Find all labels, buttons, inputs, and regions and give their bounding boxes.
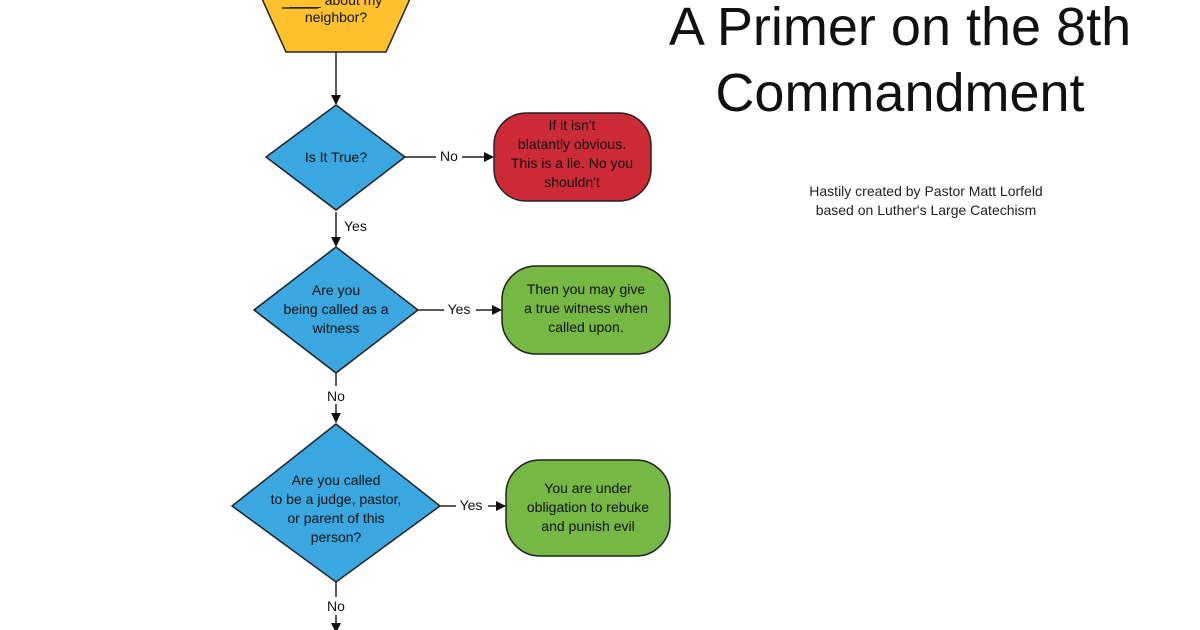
author-credit: Hastily created by Pastor Matt Lorfeld b… — [740, 182, 1112, 220]
decision-text-line: Are you — [312, 282, 360, 298]
decision-text-line: or parent of this — [287, 510, 384, 526]
outcome-text-line: If it isn't — [548, 117, 595, 133]
edge-labels: No Yes Yes No Yes No — [324, 148, 488, 615]
start-text-line-2: neighbor? — [305, 9, 367, 25]
outcome-text-line: You are under — [544, 480, 632, 496]
edge-label-q1-yes: Yes — [344, 218, 367, 234]
edge-label-q2-yes: Yes — [448, 301, 471, 317]
outcome-text-line: and punish evil — [541, 518, 634, 534]
outcome-text-line: a true witness when — [524, 300, 648, 316]
edge-label-q2-no: No — [327, 388, 345, 404]
start-node: ____ about my neighbor? — [261, 0, 411, 53]
decision-text-line: being called as a — [283, 301, 388, 317]
decision-witness: Are you being called as a witness — [252, 246, 420, 374]
edge-label-q3-no: No — [327, 598, 345, 614]
edge-label-q3-yes: Yes — [460, 497, 483, 513]
start-hexagon — [261, 0, 411, 53]
outcome-text-line: Then you may give — [527, 281, 645, 297]
outcome-box — [493, 112, 652, 202]
decision-text-line: Are you called — [292, 472, 381, 488]
outcome-true-witness: Then you may give a true witness when ca… — [501, 265, 671, 355]
start-text-line-1: ____ about my — [289, 0, 383, 8]
outcome-text-line: obligation to rebuke — [527, 499, 649, 515]
decision-text-line: person? — [311, 529, 362, 545]
credit-line-2: based on Luther's Large Catechism — [815, 202, 1037, 218]
outcome-text-line: called upon. — [548, 319, 624, 335]
title-line-2: Commandment — [715, 63, 1085, 123]
outcome-lie: If it isn't blatantly obvious. This is a… — [493, 112, 652, 202]
outcome-text-line: This is a lie. No you — [511, 155, 633, 171]
edge-label-q1-no: No — [440, 148, 458, 164]
outcome-text-line: blatantly obvious. — [518, 136, 626, 152]
decision-judge-pastor-parent: Are you called to be a judge, pastor, or… — [230, 423, 442, 583]
decision-diamond — [252, 246, 420, 374]
outcome-rebuke-evil: You are under obligation to rebuke and p… — [505, 459, 671, 557]
outcome-text-line: shouldn't — [544, 174, 600, 190]
flowchart: No Yes Yes No Yes No ____ about my neigh… — [230, 0, 671, 630]
decision-text-line: witness — [312, 320, 360, 336]
decision-text-line: Is It True? — [305, 149, 367, 165]
decision-diamond — [264, 104, 407, 211]
title-line-1: A Primer on the 8th — [668, 0, 1132, 57]
page-title: A Primer on the 8th Commandment — [640, 0, 1160, 126]
decision-text-line: to be a judge, pastor, — [271, 491, 402, 507]
outcome-box — [501, 265, 671, 355]
outcome-box — [505, 459, 671, 557]
decision-is-it-true: Is It True? — [264, 104, 407, 211]
decision-diamond — [230, 423, 442, 583]
credit-line-1: Hastily created by Pastor Matt Lorfeld — [809, 183, 1043, 199]
